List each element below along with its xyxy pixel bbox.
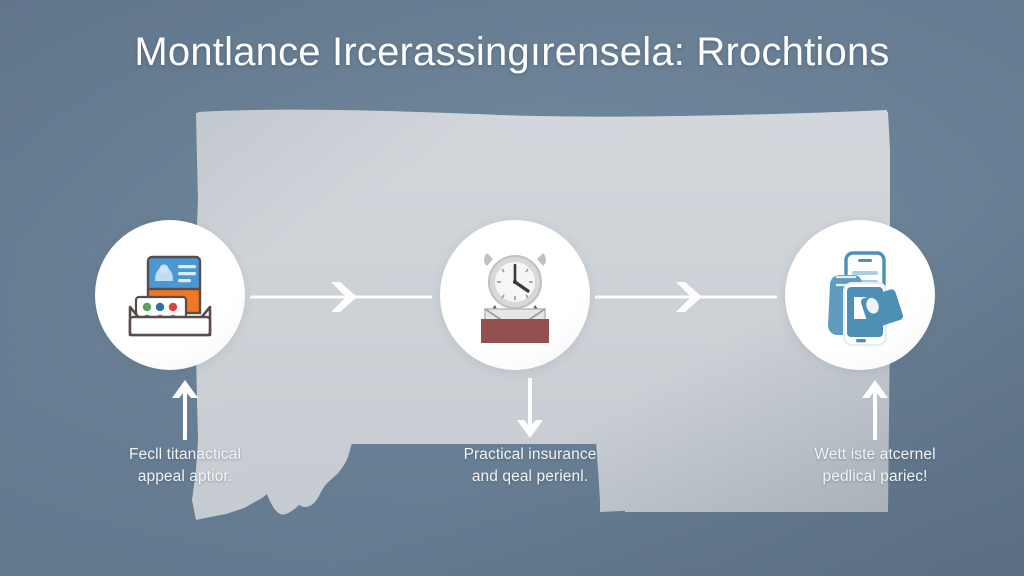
arrow-down-icon [517, 378, 543, 438]
callout-1-caption: Fecll titanactical appeal aptior. [55, 444, 315, 488]
step-1-circle[interactable] [95, 220, 245, 370]
callout-2-line-1: Practical insurance [463, 446, 597, 463]
step-3[interactable] [785, 220, 935, 370]
form-documents-tray-icon [128, 255, 212, 337]
callout-1-line-1: Fecll titanactical [128, 446, 242, 463]
arrow-up-icon [862, 380, 888, 440]
callout-1-line-2: appeal aptior. [137, 468, 233, 485]
arrow-up-icon [172, 380, 198, 440]
step-2-circle[interactable] [440, 220, 590, 370]
callout-arrow-1 [55, 378, 315, 440]
step-3-circle[interactable] [785, 220, 935, 370]
clock-envelope-deadline-icon [481, 253, 549, 343]
callout-3-caption: Wett iste atcernel pedlical pariec! [745, 444, 1005, 488]
step-1[interactable] [95, 220, 245, 370]
callout-arrow-3 [745, 378, 1005, 440]
callout-3-line-2: pedlical pariec! [822, 468, 928, 485]
callout-3: Wett iste atcernel pedlical pariec! [745, 378, 1005, 488]
callout-2-line-2: and qeal perienl. [471, 468, 589, 485]
hand-phone-card-icon [828, 251, 904, 346]
step-2[interactable] [440, 220, 590, 370]
page-title: Montlance Ircerassingırensela: Rrochtion… [134, 30, 890, 74]
callout-2-caption: Practical insurance and qeal perienl. [400, 444, 660, 488]
callout-2: Practical insurance and qeal perienl. [400, 378, 660, 488]
callout-3-line-1: Wett iste atcernel [814, 446, 936, 463]
callout-arrow-2 [400, 378, 660, 440]
callout-1: Fecll titanactical appeal aptior. [55, 378, 315, 488]
